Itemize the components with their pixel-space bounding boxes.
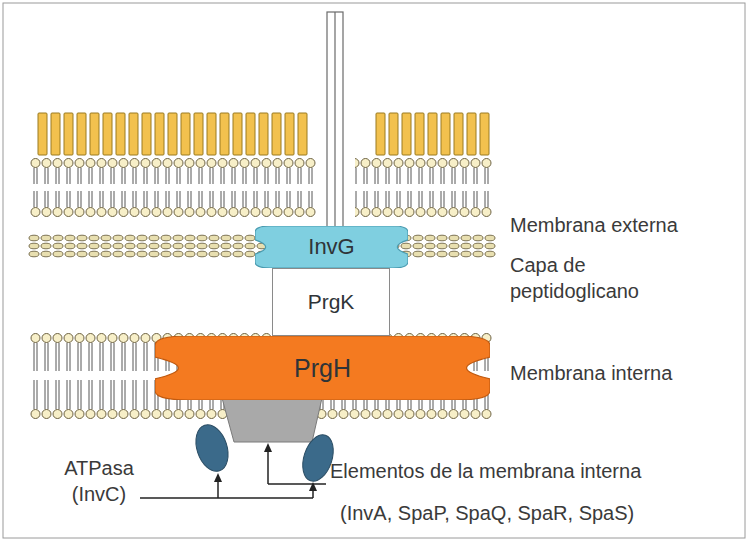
protein-name: PrgH (294, 354, 351, 383)
component-label: Elementos de la membrana interna (330, 458, 740, 484)
atpase-subunit (190, 421, 233, 476)
needle-filament (327, 12, 343, 234)
ring-shape (255, 226, 408, 268)
leader-line (268, 483, 326, 485)
export-apparatus (222, 398, 322, 442)
ring-shape (155, 336, 490, 400)
outer-membrane (355, 158, 492, 217)
layer-label: Membrana interna (510, 360, 730, 386)
leader-line (140, 497, 313, 499)
leader-arrow (217, 477, 219, 498)
protein-name: PrgK (308, 290, 355, 314)
invg-ring: InvG (255, 226, 408, 268)
outer-membrane (30, 158, 316, 217)
component-label: (InvA, SpaP, SpaQ, SpaR, SpaS) (340, 500, 740, 526)
lps-layer (36, 112, 309, 156)
frame-border (3, 3, 745, 538)
component-label: ATPasa (InvC) (44, 455, 154, 507)
layer-label: Capa de peptidoglicano (510, 252, 700, 304)
prgk-ring: PrgK (272, 268, 390, 336)
protein-name: InvG (308, 234, 354, 260)
leader-arrow (267, 447, 269, 484)
layer-label: Membrana externa (510, 212, 730, 238)
needle-lumen (334, 12, 335, 234)
prgh-ring: PrgH (155, 336, 490, 400)
lps-layer (374, 112, 491, 156)
leader-arrow (312, 486, 314, 498)
